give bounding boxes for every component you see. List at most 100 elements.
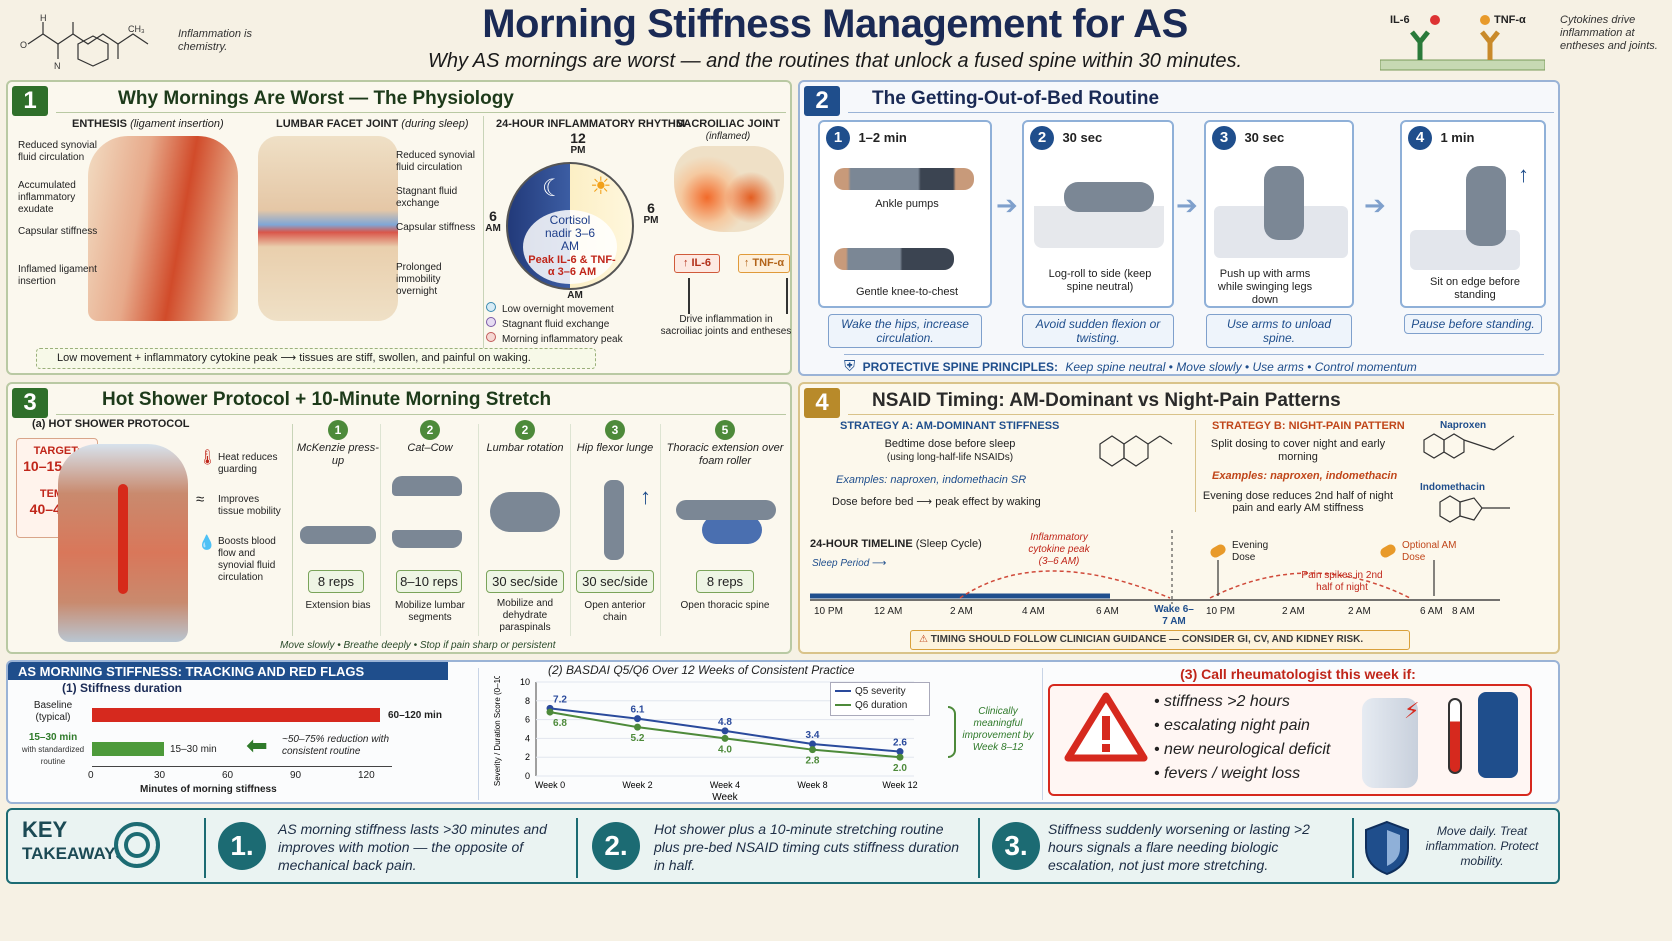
step-caption: Sit on edge before standing [1430,276,1520,301]
takeaway-text: AS morning stiffness lasts >30 minutes a… [278,821,547,873]
divider [978,818,980,878]
step-number: 1 [826,126,850,150]
step-card-2: 2 30 sec Log-roll to side (keep spine ne… [1022,120,1174,308]
stretch-caption: Open anterior chain [584,600,646,623]
stretch-reps: 8 reps [696,570,754,593]
y-axis-label: Severity / Duration Score (0–10) [493,676,502,786]
step-number: 3 [1212,126,1236,150]
shower-title: (a) HOT SHOWER PROTOCOL [32,418,190,430]
stretch-caption: Extension bias [305,600,371,611]
data-point [721,734,729,742]
shower-benefits: 🌡Heat reduces guarding ≈Improves tissue … [196,449,281,583]
arrow-right-icon: ➔ [996,190,1018,220]
brace [948,706,956,758]
y-tick-label: 0 [525,771,530,781]
chart-divider [478,668,479,800]
step-note-4: Pause before standing. [1404,314,1542,334]
bar-axis-label: Minutes of morning stiffness [140,784,277,795]
chart-annotation: Clinically meaningful improvement by Wee… [962,706,1034,753]
step-caption: Push up with arms while swinging legs do… [1217,268,1313,306]
shield-icon: ⛨ [844,358,856,375]
receptor-icon [1380,30,1545,71]
panel-tracking: AS MORNING STIFFNESS: TRACKING AND RED F… [6,660,1560,804]
data-label: 3.4 [806,730,820,741]
naproxen-structure-icon-2 [1423,433,1515,459]
redflags-list: • stiffness >2 hours • escalating night … [1154,693,1331,782]
svg-text:CH₃: CH₃ [128,24,145,34]
peak-text: Peak IL-6 & TNF-α 3–6 AM [528,254,616,278]
panel-physiology: 1 Why Mornings Are Worst — The Physiolog… [6,80,792,375]
si-caption: Drive inflammation in sacroiliac joints … [660,314,792,337]
lunge-icon [604,480,624,560]
svg-text:H: H [40,14,47,23]
si-arrows [688,278,788,314]
scale-icon [1478,692,1518,778]
catcow-icon-2 [392,530,462,548]
lightning-icon: ⚡ [1404,698,1420,723]
clock-bottom: AM [567,290,583,301]
basdai-title: (2) BASDAI Q5/Q6 Over 12 Weeks of Consis… [548,663,855,677]
enthesis-heading: ENTHESIS (ligament insertion) [72,118,224,130]
spine-pain-icon [1362,698,1418,788]
stretch-item-4: 3 Hip flexor lunge ↑ 30 sec/side Open an… [572,420,658,636]
page-subtitle: Why AS mornings are worst — and the rout… [427,50,1243,72]
wake-label: Wake 6–7 AM [1154,604,1194,627]
reduction-note: ~50–75% reduction with consistent routin… [282,734,390,757]
y-tick-label: 2 [525,752,530,762]
naproxen-structure-icon [1099,435,1173,467]
cortisol-text: Cortisol nadir 3–6 AM [544,213,596,253]
takeaway-number: 1. [218,822,266,870]
sleep-period-label: Sleep Period ⟶ [812,558,887,569]
foam-roller-icon [702,516,762,544]
strategy-divider [1195,420,1196,512]
wave-icon: ≈ [196,491,205,508]
step-card-1: 1 1–2 min Ankle pumps Gentle knee-to-che… [818,120,992,308]
timeline-title: 24-HOUR TIMELINE (Sleep Cycle) [810,538,982,550]
panel-title: Why Mornings Are Worst — The Physiology [118,88,514,109]
y-tick-label: 6 [525,715,530,725]
strategy-a-examples: Examples: naproxen, indomethacin SR [836,474,1027,486]
takeaway-number: 2. [592,822,640,870]
divider [570,424,571,636]
x-tick-label: Week 12 [882,780,917,790]
indomethacin-label: Indomethacin [1420,482,1486,493]
svg-text:N: N [54,61,61,71]
step-time: 1–2 min [858,130,907,145]
pain-spikes-label: Pain spikes in 2nd half of night [1301,570,1383,593]
divider [204,818,206,878]
step-card-3: 3 30 sec Push up with arms while swingin… [1204,120,1354,308]
rhythm-legend: Low overnight movement Stagnant fluid ex… [486,302,656,347]
stretch-caption: Mobilize and dehydrate paraspinals [496,598,554,633]
x-tick-label: Week 4 [710,780,740,790]
routine-bar [92,742,164,756]
thermometer-icon: 🌡 [198,449,218,466]
takeaway-text: Stiffness suddenly worsening or lasting … [1048,821,1310,873]
spine-highlight [118,484,128,594]
person-lying-icon [834,168,974,190]
step-card-4: 4 1 min ↑ Sit on edge before standing [1400,120,1546,308]
arrow-up-icon: ↑ [1518,162,1529,187]
si-heading: SACROILIAC JOINT(inflamed) [676,118,780,142]
chart-divider-2 [1042,668,1043,800]
panel-title: The Getting-Out-of-Bed Routine [872,88,1160,109]
panel-title: NSAID Timing: AM-Dominant vs Night-Pain … [872,390,1341,411]
timeline-chart [810,530,1500,604]
step-note-2: Avoid sudden flexion or twisting. [1022,314,1174,348]
person-roller [676,500,776,520]
stretch-name: Hip flexor lunge [576,442,654,454]
tnf-dot [1480,15,1490,25]
cytokine-legend: IL-6 TNF-α [1380,10,1550,76]
stretch-reps: 8–10 reps [396,570,462,593]
title-divider [848,112,1554,113]
sun-icon: ☀ [590,173,612,200]
strategy-a-line1: Bedtime dose before sleep [884,438,1016,450]
enthesis-illustration [88,136,238,321]
arrow-right-icon: ➔ [1364,190,1386,220]
section-divider [483,116,484,348]
person-pushup-icon [1264,166,1304,240]
data-label: 2.6 [893,738,907,749]
